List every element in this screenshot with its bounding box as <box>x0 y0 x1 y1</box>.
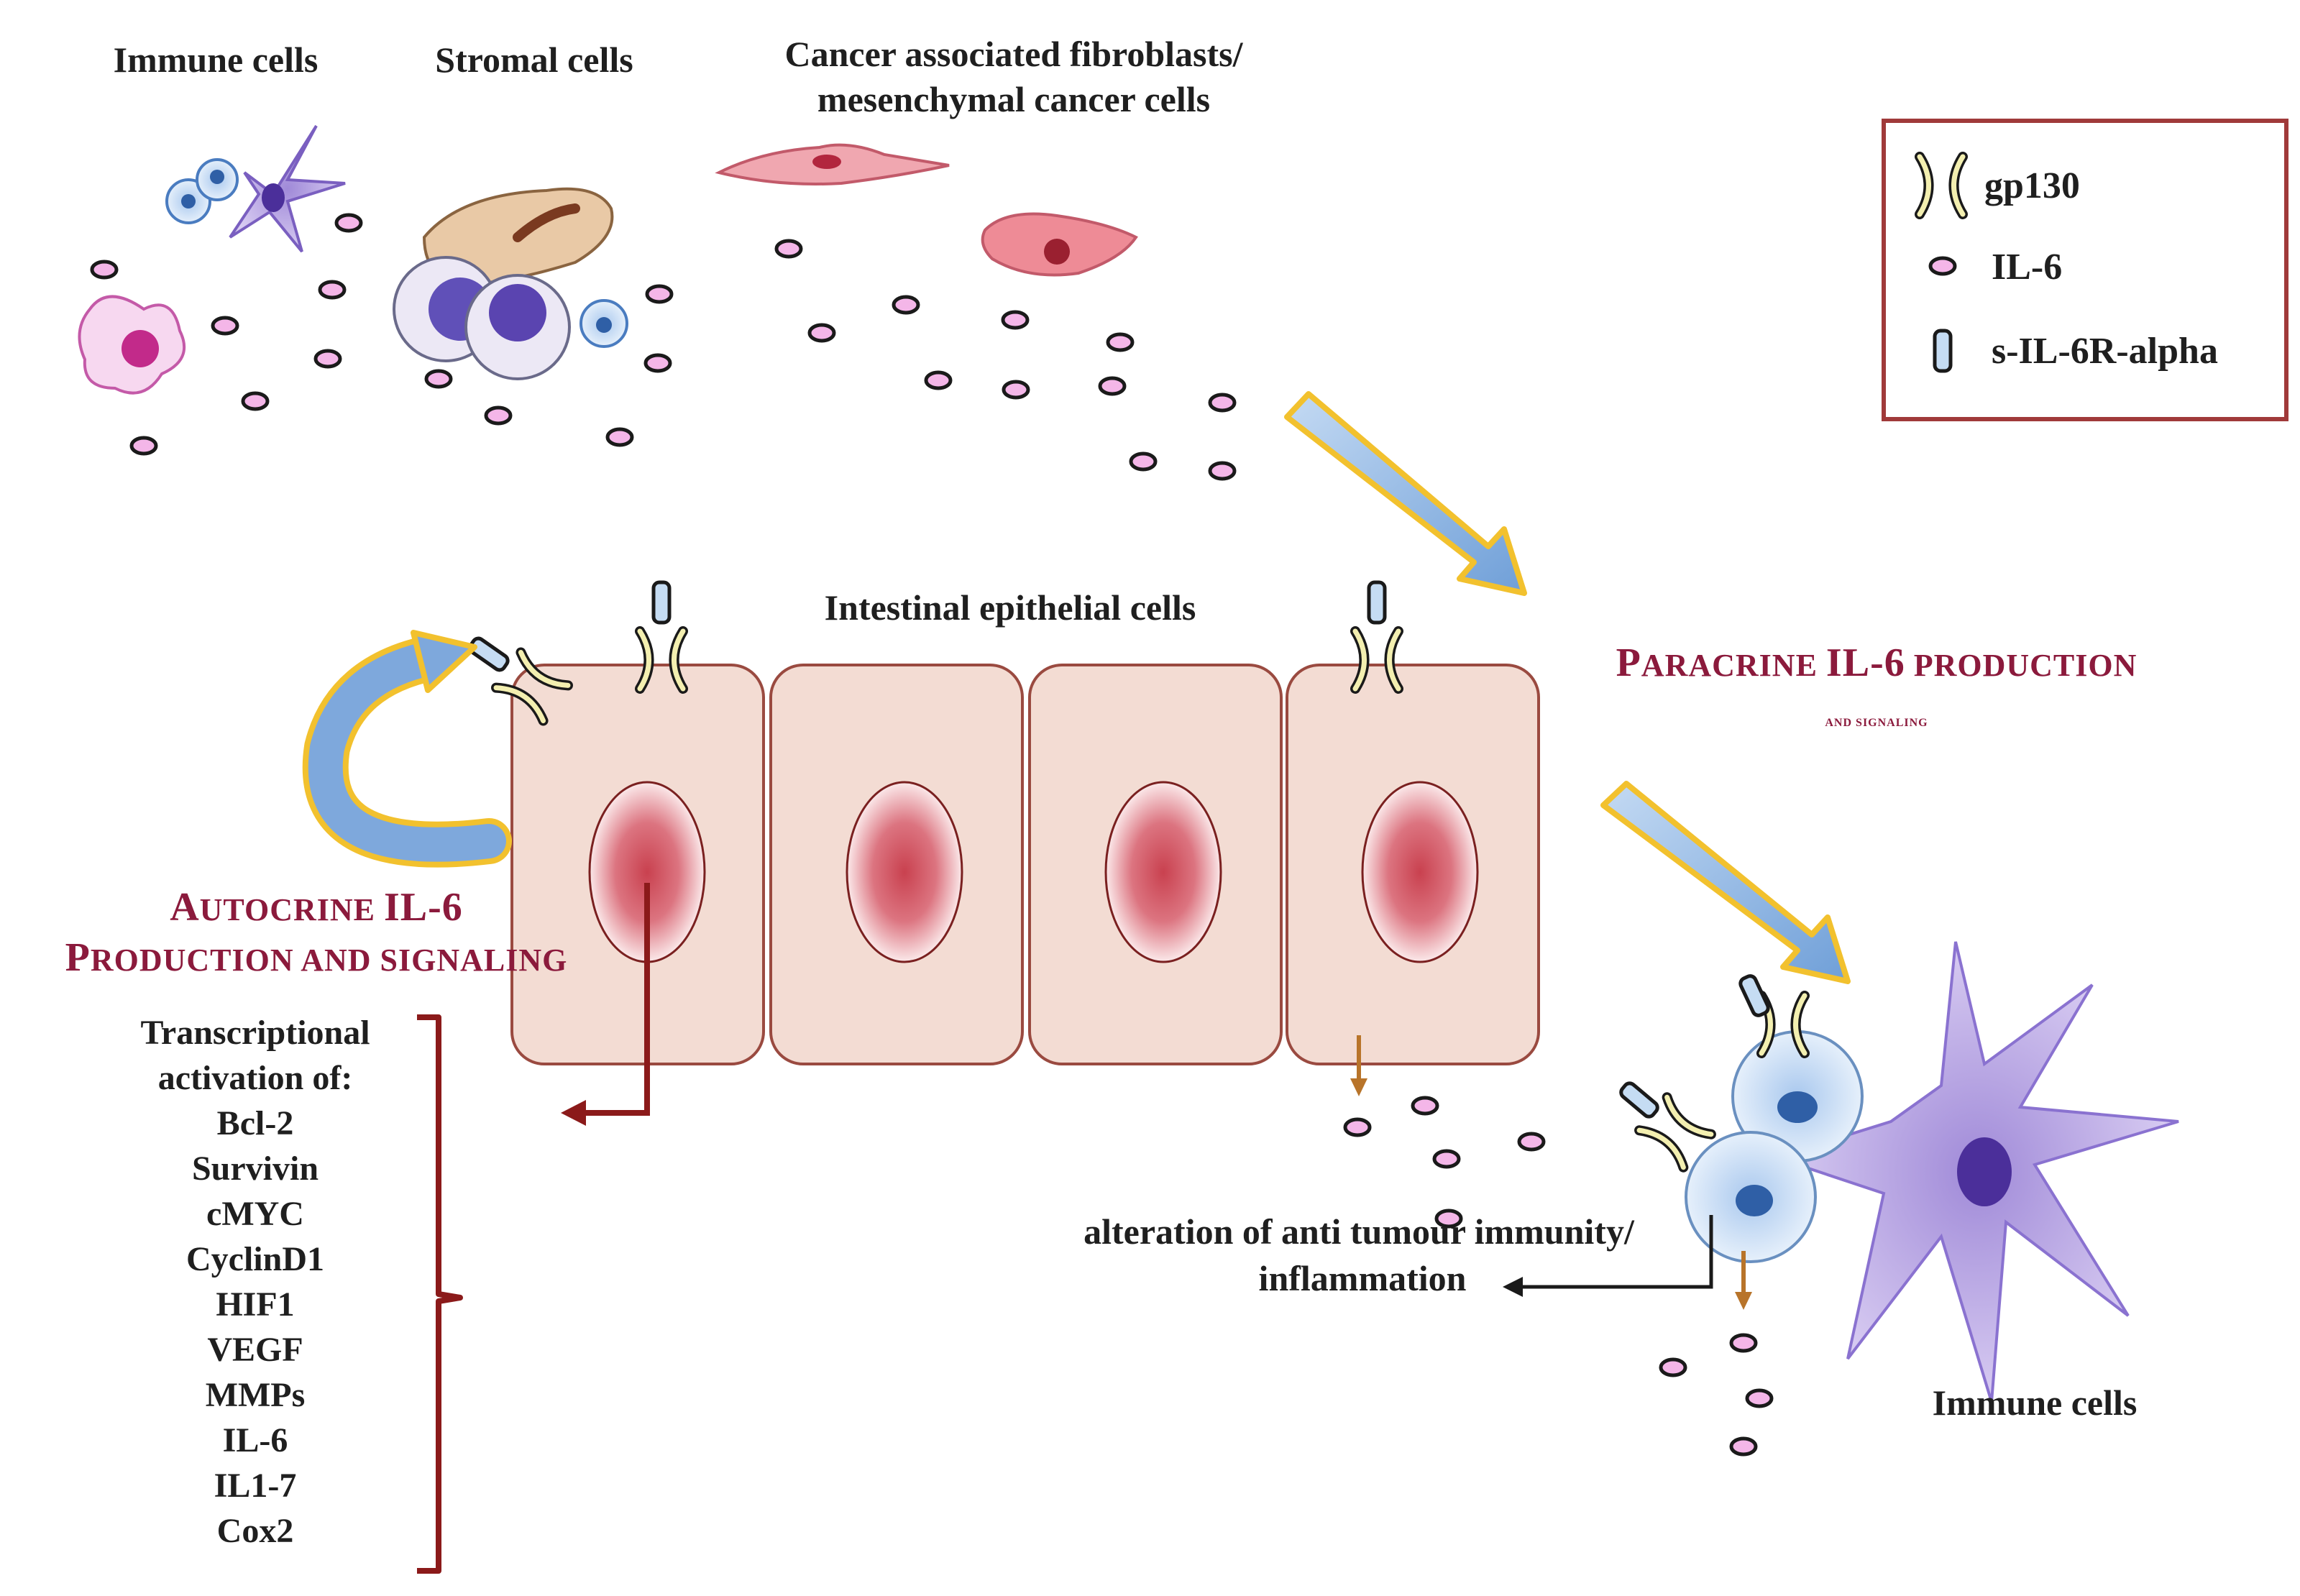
gene-item: VEGF <box>207 1331 303 1369</box>
caf-illustration <box>715 143 1138 277</box>
bracket <box>417 1014 463 1574</box>
label-immune-cells-bottom: Immune cells <box>1933 1382 2138 1423</box>
label-stromal-cells: Stromal cells <box>435 40 633 80</box>
label-alteration-line2: inflammation <box>1259 1258 1467 1298</box>
paracrine-heading-line2: AND SIGNALING <box>1825 717 1928 729</box>
paracrine-arrow-bottom <box>1600 781 1851 984</box>
autocrine-heading-line1: AUTOCRINE IL-6 <box>170 885 463 930</box>
soluble-receptor-icon <box>1935 331 1951 371</box>
svg-text:s-IL-6R-alpha: s-IL-6R-alpha <box>1992 331 2218 372</box>
transcription-list: Transcriptional activation of: Bcl-2 Sur… <box>140 1014 370 1550</box>
gene-item: Bcl-2 <box>217 1104 294 1142</box>
paracrine-heading-line1: PARACRINE IL-6 PRODUCTION <box>1616 641 2138 685</box>
gene-item: Cox2 <box>217 1512 294 1550</box>
label-caf-line1: Cancer associated fibroblasts/ <box>784 34 1243 74</box>
legend-item-il6: IL-6 <box>1930 247 2062 288</box>
transcription-header-line1: Transcriptional <box>140 1014 370 1052</box>
autocrine-arrow <box>302 630 512 868</box>
gene-item: HIF1 <box>216 1285 294 1324</box>
alteration-arrow <box>1503 1215 1713 1297</box>
label-alteration-line1: alteration of anti tumour immunity/ <box>1083 1211 1635 1252</box>
gene-item: IL-6 <box>223 1421 288 1459</box>
il6-secretion-arrow-epithelium <box>1350 1035 1367 1096</box>
paracrine-arrow-top <box>1284 391 1527 596</box>
gene-item: Survivin <box>192 1150 319 1188</box>
label-epithelial: Intestinal epithelial cells <box>825 587 1196 628</box>
il6-secretion-arrow-immune <box>1735 1251 1752 1310</box>
stromal-cells-illustration <box>393 187 628 380</box>
gene-item: MMPs <box>206 1376 306 1414</box>
immune-cells-illustration-bottom <box>1618 941 2179 1403</box>
legend-item-gp130: gp130 <box>1920 157 2080 214</box>
gene-item: IL1-7 <box>214 1467 297 1505</box>
legend-item-s-il6r: s-IL-6R-alpha <box>1935 331 2218 372</box>
svg-text:gp130: gp130 <box>1984 165 2080 206</box>
il6-molecule-icon <box>1930 258 1955 274</box>
gene-item: CyclinD1 <box>186 1240 324 1278</box>
label-immune-cells-top: Immune cells <box>114 40 319 80</box>
svg-text:IL-6: IL-6 <box>1992 247 2062 288</box>
legend: gp130 IL-6 s-IL-6R-alpha <box>1882 119 2288 421</box>
immune-cells-illustration-top <box>78 124 346 395</box>
gene-item: cMYC <box>206 1195 304 1233</box>
autocrine-heading-line2: PRODUCTION AND SIGNALING <box>65 935 568 980</box>
transcription-arrow <box>561 883 650 1126</box>
epithelial-cells <box>510 664 1540 1065</box>
il6-molecules-top <box>92 215 1339 479</box>
label-caf-line2: mesenchymal cancer cells <box>817 79 1210 119</box>
transcription-header-line2: activation of: <box>158 1059 353 1097</box>
